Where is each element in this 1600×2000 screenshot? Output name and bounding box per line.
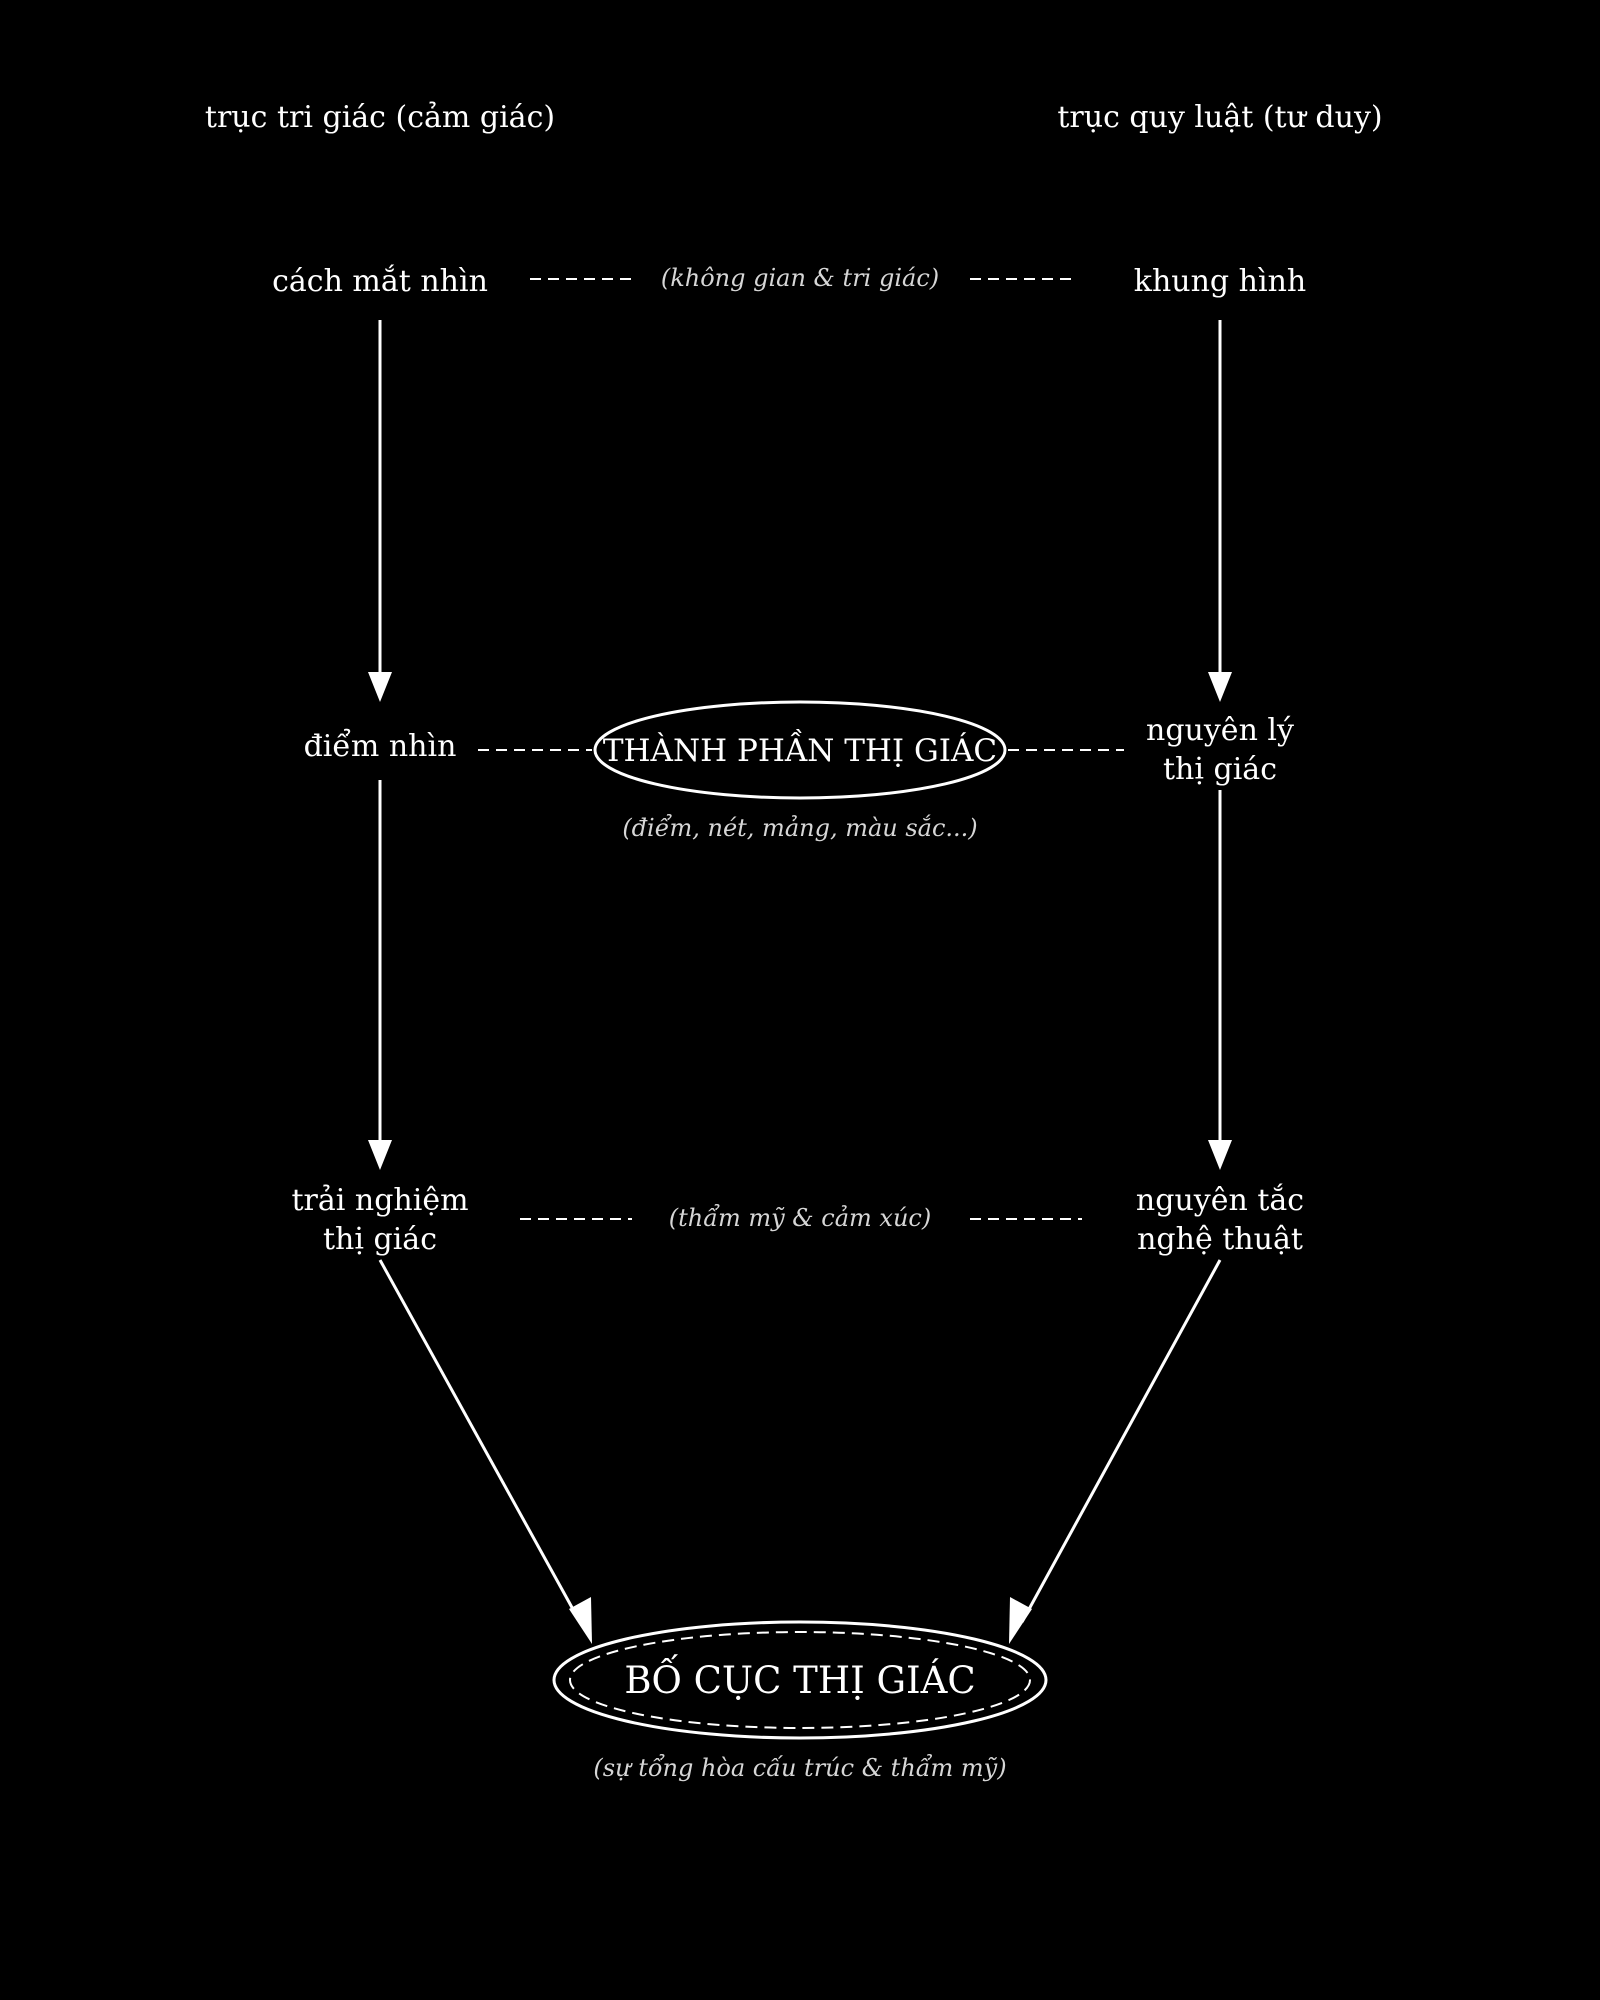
node-frame: khung hình [1134, 264, 1306, 299]
visual-elements-oval [593, 700, 1007, 800]
arrow-experience-to-composition [378, 1259, 582, 1623]
node-eye-view: cách mắt nhìn [272, 264, 488, 299]
left-axis-label: trục tri giác (cảm giác) [205, 100, 555, 135]
arrowhead-frame-to-principles [1208, 672, 1232, 702]
arrow-art-rules-to-composition [1020, 1259, 1222, 1623]
node-visual-experience-line1: trải nghiệm [291, 1183, 468, 1218]
node-visual-experience-line2: thị giác [323, 1222, 437, 1257]
arrowhead-experience-to-composition [569, 1597, 592, 1644]
arrowhead-viewpoint-to-experience [368, 1140, 392, 1170]
arrowhead-art-rules-to-composition [1009, 1597, 1032, 1644]
node-visual-principles-line1: nguyên lý [1146, 713, 1294, 748]
arrowhead-eye-view-to-viewpoint [368, 672, 392, 702]
node-visual-elements: THÀNH PHẦN THỊ GIÁC [603, 728, 997, 769]
row1-note: (không gian & tri giác) [661, 264, 939, 292]
node-art-rules-line1: nguyên tắc [1136, 1183, 1304, 1218]
right-axis-label: trục quy luật (tư duy) [1057, 100, 1382, 135]
arrowhead-principles-to-art-rules [1208, 1140, 1232, 1170]
composition-note: (sự tổng hòa cấu trúc & thẩm mỹ) [593, 1753, 1006, 1782]
composition-inner-dashed-oval [569, 1631, 1031, 1729]
node-visual-composition: BỐ CỤC THỊ GIÁC [624, 1654, 975, 1702]
node-visual-principles-line2: thị giác [1163, 752, 1277, 787]
node-viewpoint: điểm nhìn [304, 728, 457, 764]
visual-elements-note: (điểm, nét, mảng, màu sắc...) [622, 813, 977, 842]
composition-outer-oval [552, 1620, 1048, 1740]
row3-note: (thẩm mỹ & cảm xúc) [669, 1203, 931, 1232]
node-art-rules-line2: nghệ thuật [1137, 1222, 1303, 1257]
